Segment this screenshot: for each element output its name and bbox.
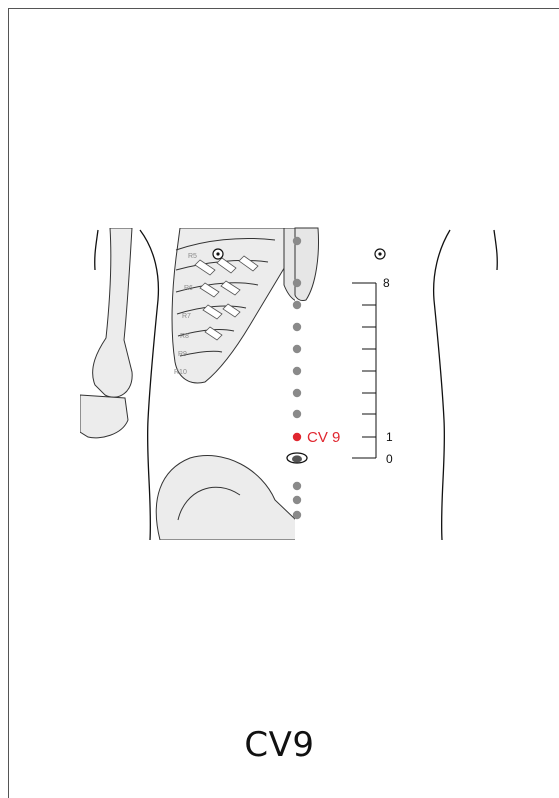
navel-icon (287, 453, 307, 463)
pelvis-bone (156, 456, 296, 540)
humerus-bone (93, 228, 133, 397)
acupoint-dot (293, 511, 301, 519)
rib-label: R7 (182, 313, 191, 320)
rib-label: R9 (178, 351, 187, 358)
scale-label-top: 8 (383, 276, 390, 290)
left-arm-contour (95, 230, 98, 270)
acupoint-dot (293, 237, 301, 245)
skeleton (80, 228, 319, 540)
rib-label: R8 (180, 333, 189, 340)
highlighted-point-label: CV 9 (307, 429, 340, 446)
rib-label: R6 (184, 285, 193, 292)
highlighted-acupoint (293, 433, 301, 441)
rib-cage (172, 228, 292, 383)
rib-label: R10 (174, 369, 187, 376)
cun-scale (352, 283, 376, 458)
acupoint-dot (293, 301, 301, 309)
acupoint-dot (293, 482, 301, 490)
scale-label-one: 1 (386, 430, 393, 444)
acupoint-dot (293, 345, 301, 353)
rib-label: R5 (188, 253, 197, 260)
right-torso-contour (434, 230, 450, 540)
scale-labels: 8 1 0 (383, 276, 393, 466)
acupoint-dot (293, 323, 301, 331)
right-arm-contour (494, 230, 497, 270)
acupoint-dot (293, 496, 301, 504)
forearm-bones (80, 395, 128, 438)
scale-label-zero: 0 (386, 452, 393, 466)
acupoint-dot (293, 410, 301, 418)
acupoint-dot (293, 279, 301, 287)
figure-caption: CV9 (0, 725, 559, 765)
right-nipple-icon (375, 249, 385, 259)
acupoint-dot (293, 389, 301, 397)
left-torso-contour (140, 230, 158, 540)
acupoint-dot (293, 367, 301, 375)
left-nipple-icon (213, 249, 223, 259)
